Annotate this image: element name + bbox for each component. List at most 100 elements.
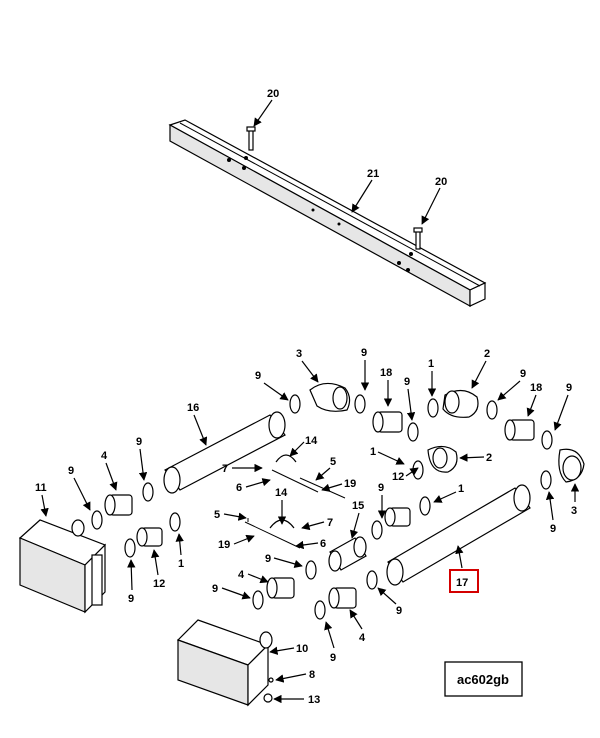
callout-label: 18 bbox=[380, 367, 392, 379]
callout-20-upper: 20 bbox=[253, 88, 279, 127]
callout-label: 7 bbox=[222, 463, 228, 475]
callout-label: 1 bbox=[458, 483, 464, 495]
callout-label: 17 bbox=[456, 577, 468, 589]
hose-clamps bbox=[91, 394, 553, 620]
callout-19-b: 19 bbox=[218, 534, 255, 551]
duct-tube-17 bbox=[386, 484, 531, 586]
callout-6-b: 6 bbox=[295, 538, 326, 550]
callout-label: 14 bbox=[305, 435, 318, 447]
callout-label: 9 bbox=[128, 593, 134, 605]
callout-9-b: 9 bbox=[255, 370, 289, 401]
callout-label: 21 bbox=[367, 168, 379, 180]
coupler-18-right bbox=[504, 419, 535, 441]
highlight-box bbox=[449, 569, 479, 593]
bolt-20-upper bbox=[246, 126, 256, 151]
callout-label: 14 bbox=[275, 487, 288, 499]
callout-label: 4 bbox=[101, 450, 108, 462]
elbow-2-upper bbox=[442, 389, 479, 418]
callout-14-a: 14 bbox=[289, 435, 318, 457]
callout-5-b: 5 bbox=[214, 509, 247, 521]
callout-label: 6 bbox=[236, 482, 242, 494]
callout-7-a: 7 bbox=[222, 463, 263, 475]
callout-8: 8 bbox=[275, 669, 315, 683]
callout-11: 11 bbox=[35, 482, 49, 517]
callout-2-b: 2 bbox=[459, 452, 492, 464]
callout-3-right: 3 bbox=[570, 483, 580, 517]
callout-label: 6 bbox=[320, 538, 326, 550]
callout-3-upper: 3 bbox=[296, 348, 319, 383]
callout-label: 20 bbox=[435, 176, 447, 188]
callout-18-a: 18 bbox=[380, 367, 392, 407]
callout-label: 9 bbox=[520, 368, 526, 380]
callout-label: 13 bbox=[308, 694, 320, 706]
coupler-12-left bbox=[136, 527, 163, 547]
callout-9-m: 9 bbox=[377, 587, 402, 617]
callout-label: 16 bbox=[187, 402, 199, 414]
callout-label: 9 bbox=[330, 652, 336, 664]
callout-label: 3 bbox=[296, 348, 302, 360]
callout-label: 9 bbox=[361, 347, 367, 359]
callout-1-b: 1 bbox=[370, 446, 405, 465]
callout-label: 1 bbox=[428, 358, 434, 370]
callout-label: 9 bbox=[265, 553, 271, 565]
callout-9-k: 9 bbox=[127, 559, 136, 605]
coupler-4-middle bbox=[266, 577, 295, 599]
callout-16: 16 bbox=[187, 402, 208, 446]
callout-1-d: 1 bbox=[175, 533, 184, 570]
elbow-2-middle bbox=[427, 445, 458, 473]
bracket-assembly-lower bbox=[244, 518, 301, 549]
callout-18-b: 18 bbox=[526, 382, 542, 417]
callout-label: 4 bbox=[359, 632, 366, 644]
callout-13: 13 bbox=[273, 694, 320, 706]
callout-9-d: 9 bbox=[497, 368, 526, 401]
callout-17-highlighted[interactable]: 17 bbox=[449, 545, 479, 593]
callout-label: 3 bbox=[571, 505, 577, 517]
callout-label: 18 bbox=[530, 382, 542, 394]
callout-15: 15 bbox=[349, 500, 364, 539]
callout-9-h: 9 bbox=[377, 482, 387, 519]
callout-label: 9 bbox=[68, 465, 74, 477]
callout-9-f: 9 bbox=[136, 436, 148, 481]
callout-label: 4 bbox=[238, 569, 245, 581]
callout-20-lower: 20 bbox=[421, 176, 447, 225]
callout-label: 7 bbox=[327, 517, 333, 529]
callout-label: 10 bbox=[296, 643, 308, 655]
callout-label: 19 bbox=[218, 539, 230, 551]
figure-code: ac602gb bbox=[457, 672, 509, 687]
callout-label: 15 bbox=[352, 500, 364, 512]
callout-9-i: 9 bbox=[545, 491, 556, 535]
callout-9-l: 9 bbox=[212, 583, 251, 600]
callout-label: 8 bbox=[309, 669, 315, 681]
callout-21: 21 bbox=[351, 168, 379, 213]
callout-label: 11 bbox=[35, 482, 47, 494]
duct-tube-16 bbox=[163, 411, 286, 494]
callout-label: 2 bbox=[484, 348, 490, 360]
callout-label: 19 bbox=[344, 478, 356, 490]
coupler-4-lower bbox=[328, 587, 357, 609]
callout-12-a: 12 bbox=[392, 467, 419, 483]
callout-label: 5 bbox=[214, 509, 220, 521]
callout-6-a: 6 bbox=[236, 478, 271, 494]
callout-label: 12 bbox=[153, 578, 165, 590]
callout-2-a: 2 bbox=[471, 348, 490, 389]
figure-code-box: ac602gb bbox=[444, 661, 523, 697]
callout-label: 9 bbox=[212, 583, 218, 595]
coupler-4-left bbox=[104, 494, 133, 516]
callout-label: 5 bbox=[330, 456, 336, 468]
callout-label: 9 bbox=[566, 382, 572, 394]
callout-label: 9 bbox=[404, 376, 410, 388]
heater-box-11 bbox=[18, 519, 107, 614]
duct-tube-15 bbox=[328, 536, 367, 572]
bolt-20-lower bbox=[413, 227, 423, 250]
callout-4-b: 4 bbox=[238, 569, 269, 584]
callout-label: 20 bbox=[267, 88, 279, 100]
callout-label: 2 bbox=[486, 452, 492, 464]
callout-label: 9 bbox=[396, 605, 402, 617]
elbow-3-right bbox=[558, 448, 585, 483]
callout-9-n: 9 bbox=[324, 621, 336, 664]
coupler-18-left bbox=[372, 411, 403, 433]
coupler-12-right bbox=[384, 507, 411, 527]
callout-4-c: 4 bbox=[349, 609, 366, 644]
callout-9-a: 9 bbox=[360, 347, 370, 391]
